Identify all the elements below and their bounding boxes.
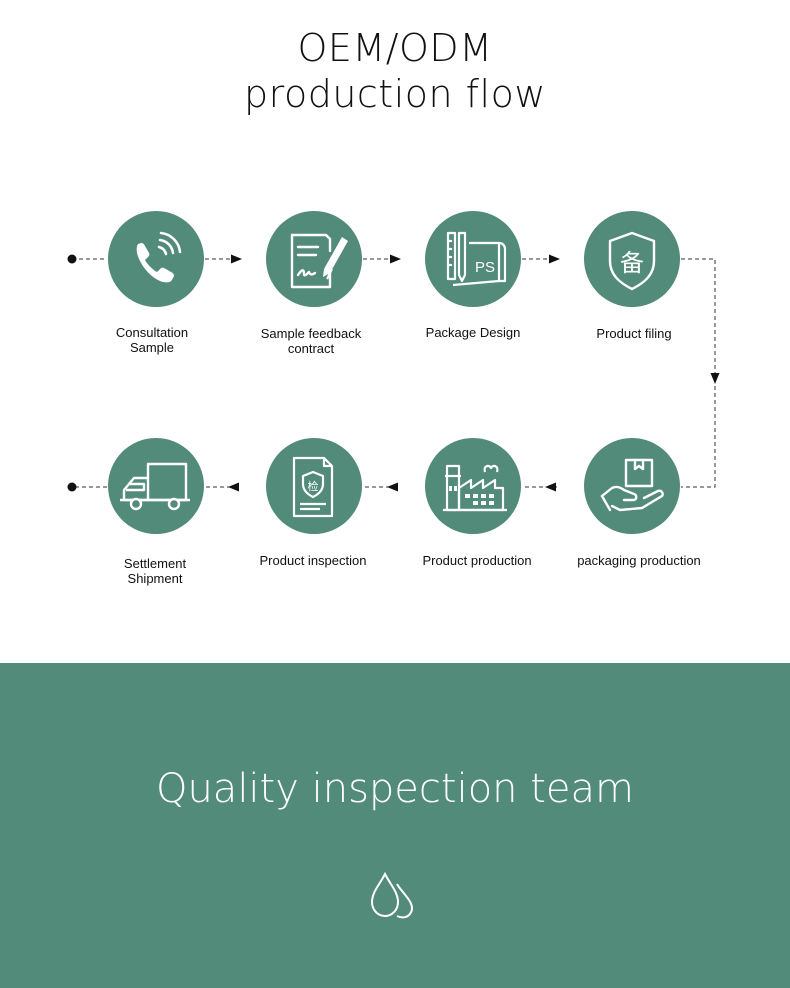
flow-connectors [67, 254, 720, 492]
step-label-line1: packaging production [577, 553, 701, 568]
step-label-line1: Sample feedback [260, 326, 362, 341]
arrow-right-3 [549, 254, 560, 264]
step-product-inspection: 检 [266, 438, 362, 534]
step-label-settlement: Settlement Shipment [80, 556, 230, 586]
arrow-right-1 [231, 254, 242, 264]
step-label-line2: Sample [129, 340, 175, 355]
svg-text:PS: PS [475, 259, 495, 276]
step-label-line1: Product filing [596, 326, 672, 341]
filing-shield-icon: 备 [608, 231, 656, 291]
arrow-down [710, 373, 720, 384]
start-dot [67, 254, 77, 264]
arrow-left-2 [387, 482, 398, 492]
inspection-document-icon: 检 [292, 456, 334, 518]
filing-glyph: 备 [620, 249, 644, 277]
step-product-production [425, 438, 521, 534]
truck-icon [120, 462, 190, 511]
step-sample-feedback [266, 211, 362, 307]
arrow-right-2 [390, 254, 401, 264]
phone-icon [136, 231, 182, 283]
box-hand-icon [600, 458, 664, 512]
step-package-design: PS [425, 211, 521, 307]
step-label-packaging-production: packaging production [564, 553, 714, 568]
end-dot [67, 482, 77, 492]
step-label-product-filing: Product filing [559, 326, 709, 341]
step-label-consultation: Consultation Sample [77, 325, 227, 355]
step-label-line1: Product production [422, 553, 532, 568]
quality-team-section: Quality inspection team [0, 663, 790, 988]
step-label-line1: Consultation [115, 325, 189, 340]
step-product-filing: 备 [584, 211, 680, 307]
step-label-line1: Product inspection [259, 553, 367, 568]
step-packaging-production [584, 438, 680, 534]
step-settlement-shipment [108, 438, 204, 534]
page-title-line1: OEM/ODM [297, 26, 493, 70]
step-label-line1: Settlement [123, 556, 187, 571]
contract-sign-icon [290, 233, 348, 289]
water-drops-icon [370, 871, 413, 919]
step-label-line1: Package Design [425, 325, 521, 340]
factory-icon [443, 464, 507, 512]
design-ps-icon: PS [446, 231, 507, 287]
step-label-line2: contract [287, 341, 335, 356]
arrow-left-1 [545, 482, 556, 492]
step-label-sample-feedback: Sample feedback contract [236, 326, 386, 356]
step-label-product-production: Product production [402, 553, 552, 568]
inspection-glyph: 检 [308, 479, 319, 493]
step-label-line2: Shipment [127, 571, 183, 586]
section-title: Quality inspection team [155, 766, 635, 812]
step-consultation [108, 211, 204, 307]
step-label-package-design: Package Design [398, 325, 548, 340]
arrow-left-3 [228, 482, 239, 492]
step-label-product-inspection: Product inspection [238, 553, 388, 568]
page-title-line2: production flow [244, 72, 546, 116]
